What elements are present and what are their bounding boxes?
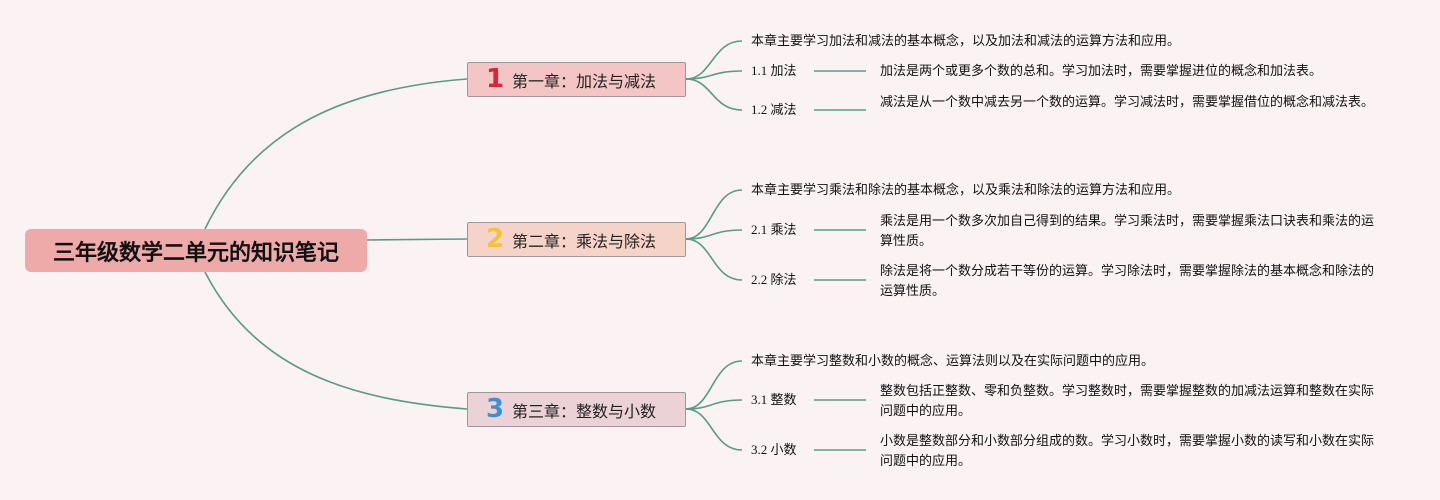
chapter-number-1-icon: 1 (486, 63, 505, 94)
chapter-1-title: 第一章：加法与减法 (512, 71, 657, 91)
chapter-number-2-icon: 2 (486, 223, 505, 254)
section-2-2-description[interactable]: 除法是将一个数分成若干等份的运算。学习除法时，需要掌握除法的基本概念和除法的运算… (880, 263, 1375, 298)
connector-root-chapter-3 (204, 271, 468, 410)
section-3-1-description[interactable]: 整数包括正整数、零和负整数。学习整数时，需要掌握整数的加减法运算和整数在实际问题… (880, 383, 1375, 418)
section-3-2-label[interactable]: 3.2 小数 (751, 442, 797, 457)
connector-ch2-sec2 (685, 238, 743, 281)
section-1-1-label[interactable]: 1.1 加法 (751, 63, 797, 78)
section-2-2-label[interactable]: 2.2 除法 (751, 272, 797, 287)
section-1-1-description[interactable]: 加法是两个或更多个数的总和。学习加法时，需要掌握进位的概念和加法表。 (880, 63, 1323, 78)
chapter-1-summary[interactable]: 本章主要学习加法和减法的基本概念，以及加法和减法的运算方法和应用。 (751, 33, 1181, 48)
connector-ch1-summary (685, 40, 743, 80)
root-topic[interactable]: 三年级数学二单元的知识笔记 (25, 229, 367, 272)
chapter-2-topic[interactable]: 2 第二章：乘法与除法 (467, 222, 686, 257)
connector-ch2-sec1 (685, 229, 743, 240)
connector-root-chapter-1 (204, 78, 468, 230)
section-1-2-description[interactable]: 减法是从一个数中减去另一个数的运算。学习减法时，需要掌握借位的概念和减法表。 (880, 94, 1375, 109)
chapter-2-title: 第二章：乘法与除法 (512, 231, 657, 251)
section-2-1-label[interactable]: 2.1 乘法 (751, 222, 797, 237)
chapter-3-title: 第三章：整数与小数 (512, 401, 657, 421)
chapter-3-topic[interactable]: 3 第三章：整数与小数 (467, 392, 686, 427)
connector-ch1-sec2 (685, 78, 743, 111)
chapter-1-topic[interactable]: 1 第一章：加法与减法 (467, 62, 686, 97)
section-1-2-label[interactable]: 1.2 减法 (751, 102, 797, 117)
connector-ch3-sec2 (685, 408, 743, 451)
connector-ch3-sec1 (685, 399, 743, 410)
section-3-2-description[interactable]: 小数是整数部分和小数部分组成的数。学习小数时，需要掌握小数的读写和小数在实际问题… (880, 433, 1375, 468)
connector-ch3-summary (685, 360, 743, 410)
chapter-2-summary[interactable]: 本章主要学习乘法和除法的基本概念，以及乘法和除法的运算方法和应用。 (751, 182, 1181, 197)
section-2-1-description[interactable]: 乘法是用一个数多次加自己得到的结果。学习乘法时，需要掌握乘法口诀表和乘法的运算性… (880, 213, 1375, 248)
chapter-3-summary[interactable]: 本章主要学习整数和小数的概念、运算法则以及在实际问题中的应用。 (751, 353, 1155, 368)
chapter-number-3-icon: 3 (486, 393, 505, 424)
connector-ch2-summary (685, 189, 743, 240)
connector-ch1-sec1 (685, 70, 743, 80)
connector-root-chapter-2 (366, 238, 468, 241)
section-3-1-label[interactable]: 3.1 整数 (751, 392, 797, 407)
